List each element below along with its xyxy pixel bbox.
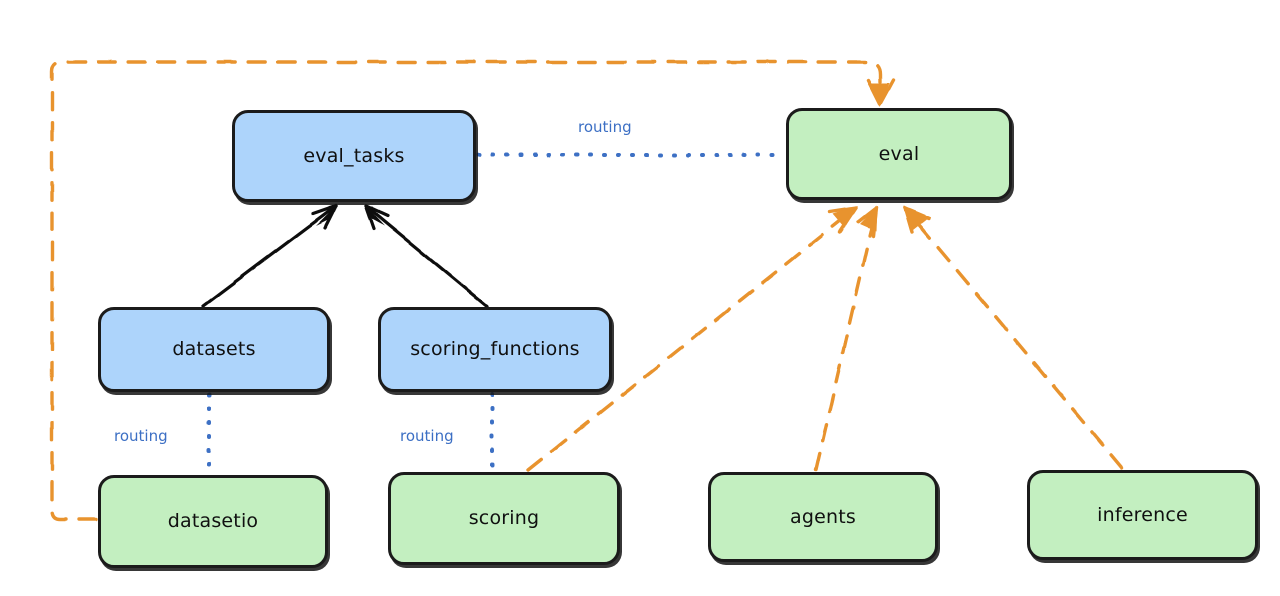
node-inference[interactable]: inference	[1027, 470, 1258, 560]
node-datasetio[interactable]: datasetio	[98, 475, 328, 568]
node-agents[interactable]: agents	[708, 472, 938, 562]
node-datasets[interactable]: datasets	[98, 307, 330, 392]
node-label-eval-tasks: eval_tasks	[303, 144, 405, 167]
node-label-scoring: scoring	[468, 507, 540, 530]
node-eval[interactable]: eval	[786, 108, 1012, 200]
node-label-inference: inference	[1097, 503, 1188, 526]
edge-label-routing-datasets: routing	[114, 427, 168, 445]
edge-scoring_functions-to-eval_tasks[interactable]	[364, 204, 489, 308]
node-label-datasetio: datasetio	[167, 510, 259, 533]
node-label-eval: eval	[878, 142, 920, 165]
edge-agents-to-eval[interactable]	[814, 206, 878, 472]
node-label-scoring-functions: scoring_functions	[410, 338, 580, 361]
node-label-datasets: datasets	[172, 338, 256, 361]
edge-label-routing-eval-tasks: routing	[578, 118, 632, 136]
node-eval-tasks[interactable]: eval_tasks	[232, 110, 476, 202]
node-scoring[interactable]: scoring	[388, 472, 620, 565]
edge-datasets-to-eval_tasks[interactable]	[201, 204, 338, 308]
edge-label-routing-scoring-functions: routing	[400, 427, 454, 445]
edge-inference-to-eval[interactable]	[903, 206, 1124, 470]
node-scoring-functions[interactable]: scoring_functions	[378, 307, 612, 392]
node-label-agents: agents	[790, 505, 856, 528]
